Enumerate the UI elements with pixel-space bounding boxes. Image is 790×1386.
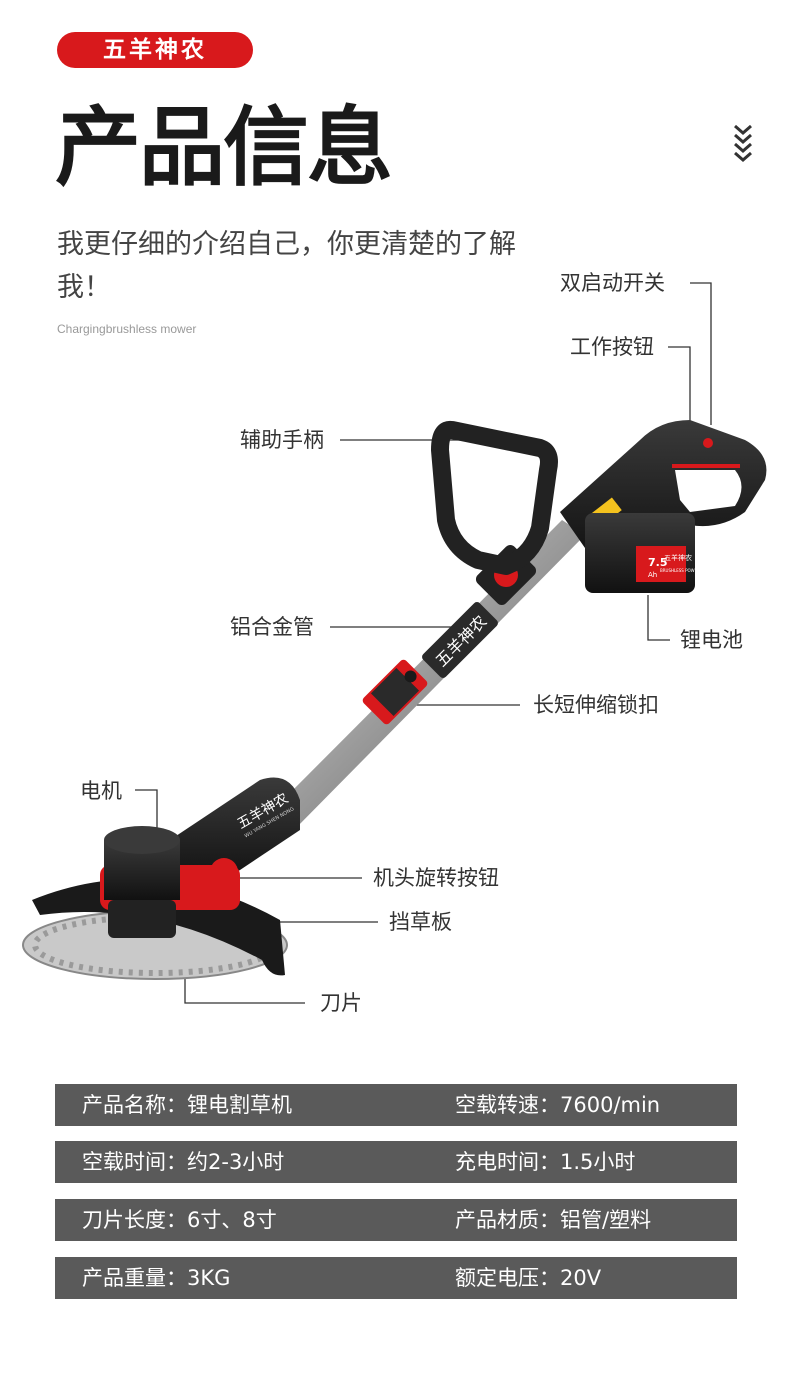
spec-row: 产品名称：锂电割草机 空载转速：7600/min xyxy=(55,1084,737,1126)
battery-sub-label: BRUSHLESS POWER xyxy=(660,568,700,573)
grass-trimmer-illustration: 五羊神农 7.5 Ah 五羊神农 BRUSHLESS POWER 五羊神农 WU… xyxy=(22,282,767,1004)
callout-motor: 电机 xyxy=(80,779,122,803)
spec-left: 空载时间：约2-3小时 xyxy=(82,1150,285,1174)
spec-row: 空载时间：约2-3小时 充电时间：1.5小时 xyxy=(55,1141,737,1183)
spec-right: 额定电压：20V xyxy=(455,1266,602,1290)
spec-row: 刀片长度：6寸、8寸 产品材质：铝管/塑料 xyxy=(55,1199,737,1241)
chevron-down-icon xyxy=(734,124,752,162)
callout-grass-guard: 挡草板 xyxy=(389,910,452,934)
callout-work-button: 工作按钮 xyxy=(570,335,654,359)
callout-rotate-button: 机头旋转按钮 xyxy=(373,866,499,890)
spec-right: 产品材质：铝管/塑料 xyxy=(455,1208,652,1232)
battery-capacity-label: 7.5 xyxy=(648,556,668,569)
spec-row: 产品重量：3KG 额定电压：20V xyxy=(55,1257,737,1299)
callout-aluminum-tube: 铝合金管 xyxy=(230,615,314,639)
callout-aux-handle: 辅助手柄 xyxy=(240,428,324,452)
spec-right: 充电时间：1.5小时 xyxy=(455,1150,636,1174)
callout-lock-clip: 长短伸缩锁扣 xyxy=(533,693,659,717)
callout-battery: 锂电池 xyxy=(680,628,743,652)
page-subtitle: 我更仔细的介绍自己，你更清楚的了解我！ xyxy=(57,229,516,303)
page-title: 产品信息 xyxy=(55,98,393,198)
battery-brand-label: 五羊神农 xyxy=(664,553,692,562)
spec-left: 产品重量：3KG xyxy=(82,1266,231,1290)
spec-right: 空载转速：7600/min xyxy=(455,1093,661,1117)
callout-dual-switch: 双启动开关 xyxy=(560,271,665,295)
callout-blade: 刀片 xyxy=(320,991,362,1015)
spec-left: 刀片长度：6寸、8寸 xyxy=(82,1208,277,1232)
page-subtitle-english: Chargingbrushless mower xyxy=(57,322,197,336)
brand-logo-badge: 五羊神农 xyxy=(57,32,253,68)
spec-left: 产品名称：锂电割草机 xyxy=(82,1093,292,1117)
battery-unit-label: Ah xyxy=(648,571,657,579)
